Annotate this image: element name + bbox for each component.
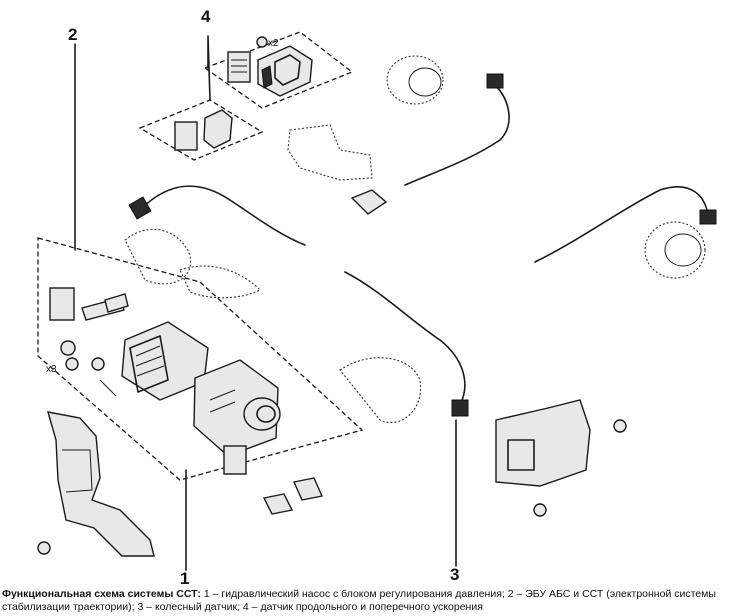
rear-harness bbox=[344, 271, 466, 406]
sensor-plate bbox=[495, 399, 591, 487]
callout-2: 2 bbox=[68, 25, 77, 44]
mount-bolt-icon-2 bbox=[293, 477, 323, 501]
front-left-harness bbox=[139, 185, 306, 246]
plate-bolt-icon-2 bbox=[533, 503, 547, 517]
hydraulic-pump-body bbox=[193, 359, 281, 457]
plate-bolt-icon bbox=[613, 419, 627, 433]
callout-1: 1 bbox=[180, 569, 189, 588]
rivet-icons bbox=[60, 340, 117, 397]
nut-icon bbox=[256, 36, 268, 48]
caption-title: Функциональная схема системы ССТ: bbox=[2, 588, 201, 600]
quantity-x3: x3 bbox=[46, 364, 57, 375]
bolt-icon-2 bbox=[104, 293, 129, 313]
wheel-hub-outlines bbox=[124, 55, 706, 424]
abs-ecu-group bbox=[37, 237, 364, 481]
manual-icon-3 bbox=[49, 287, 75, 321]
sensor-bracket bbox=[203, 109, 233, 149]
pump-bracket bbox=[47, 411, 155, 557]
ecu-body bbox=[121, 321, 209, 401]
figure-caption: Функциональная схема системы ССТ: 1 – ги… bbox=[2, 588, 731, 614]
wheel-sensor-harnesses bbox=[128, 73, 717, 417]
rear-right-harness bbox=[534, 186, 709, 263]
acceleration-sensor-body bbox=[257, 45, 313, 97]
front-right-harness bbox=[404, 84, 510, 186]
callout-3: 3 bbox=[450, 565, 459, 584]
ssc-system-diagram: 2 4 1 3 x2 x3 bbox=[37, 7, 717, 588]
harness-clip bbox=[350, 189, 388, 215]
quantity-x2: x2 bbox=[268, 38, 279, 49]
callout-4: 4 bbox=[201, 7, 211, 26]
manual-icon-2 bbox=[174, 121, 198, 151]
manual-icon bbox=[227, 51, 251, 83]
caption-text: 1 – гидравлический насос с блоком регули… bbox=[2, 588, 716, 613]
callout-4-line bbox=[207, 35, 211, 101]
sensor-mount-outline bbox=[287, 124, 373, 181]
acceleration-sensor-group bbox=[138, 31, 373, 181]
mount-bolt-icon bbox=[262, 493, 294, 515]
manual-icon-4 bbox=[223, 445, 247, 475]
screw-icon bbox=[37, 541, 51, 555]
